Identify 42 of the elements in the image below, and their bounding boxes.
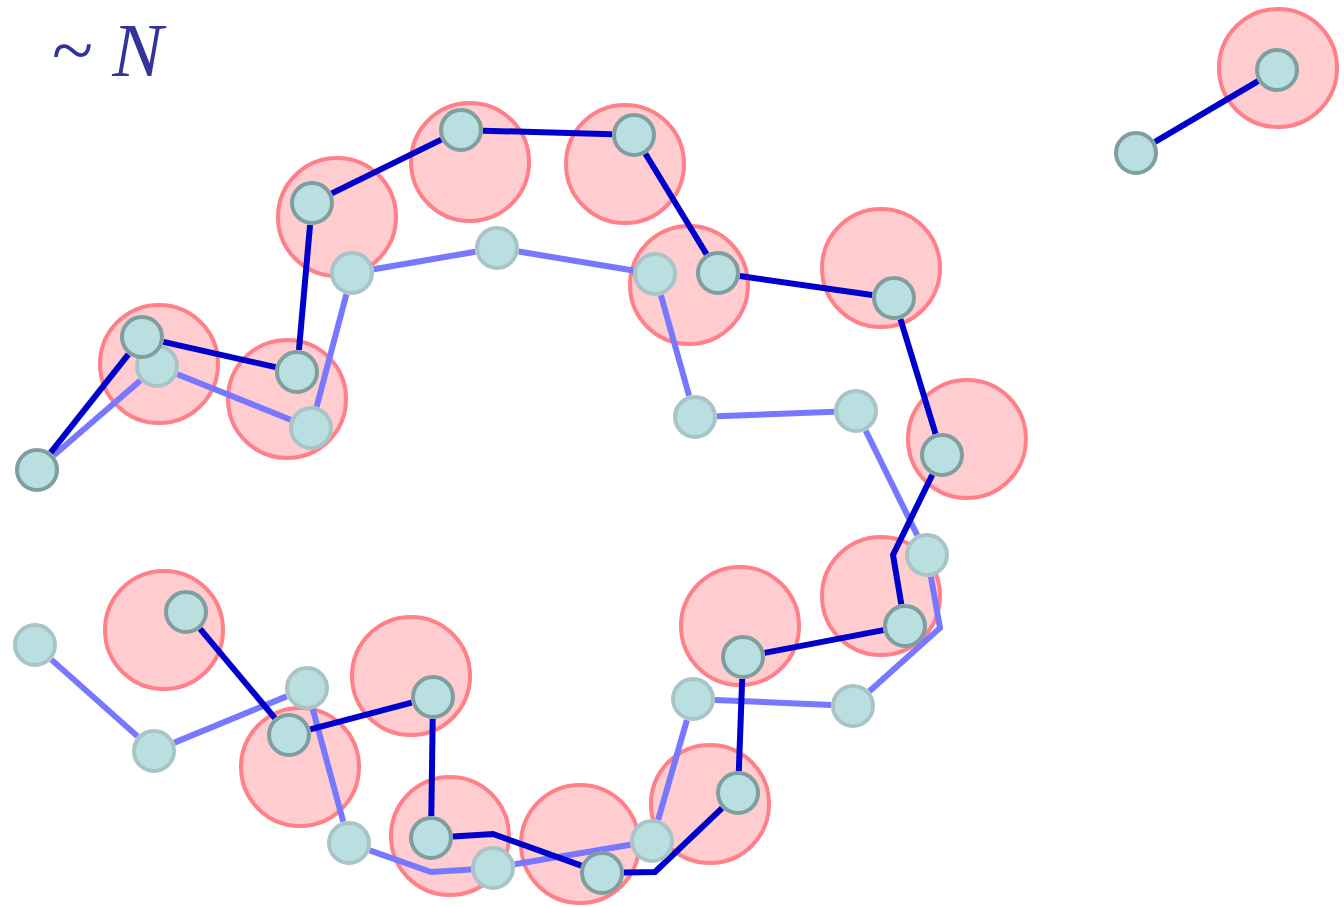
connector-line: [51, 378, 143, 458]
connector-line: [739, 273, 873, 298]
connector-line: [173, 693, 288, 746]
circle-node: [905, 533, 949, 577]
circle-node: [834, 389, 878, 433]
circle-node: [330, 251, 374, 295]
circle-node: [132, 729, 176, 773]
circle-node: [15, 448, 59, 492]
connector-line: [735, 678, 746, 772]
connector-line: [714, 696, 832, 709]
connector-line: [452, 830, 583, 869]
connector-line: [309, 708, 347, 823]
circle-node: [671, 677, 715, 721]
connector-line: [716, 408, 835, 420]
circle-node: [1114, 131, 1158, 175]
connector-line: [162, 338, 277, 371]
connector-line: [1153, 78, 1260, 145]
circle-node: [673, 395, 717, 439]
circle-node: [831, 684, 875, 728]
connector-line: [197, 626, 278, 721]
connector-line: [867, 576, 944, 694]
connector-line: [176, 371, 292, 423]
connector-line: [897, 318, 939, 435]
connector-line: [309, 699, 413, 733]
connector-line: [863, 429, 920, 537]
connector-line: [295, 224, 314, 351]
connector-line: [373, 248, 476, 273]
connector-line: [623, 806, 725, 876]
connector-line: [518, 248, 634, 274]
circle-node: [475, 226, 519, 270]
connector-line: [428, 718, 436, 817]
connector-line: [655, 719, 690, 821]
circle-node: [13, 623, 57, 667]
circle-node: [285, 666, 329, 710]
circle-node: [327, 821, 371, 865]
connector-line: [482, 127, 613, 138]
connector-line: [48, 352, 131, 455]
connector-line: [313, 293, 350, 408]
connector-line: [49, 657, 140, 739]
connector-line: [889, 473, 935, 605]
connector-line: [514, 841, 631, 868]
connector-line: [658, 294, 692, 397]
